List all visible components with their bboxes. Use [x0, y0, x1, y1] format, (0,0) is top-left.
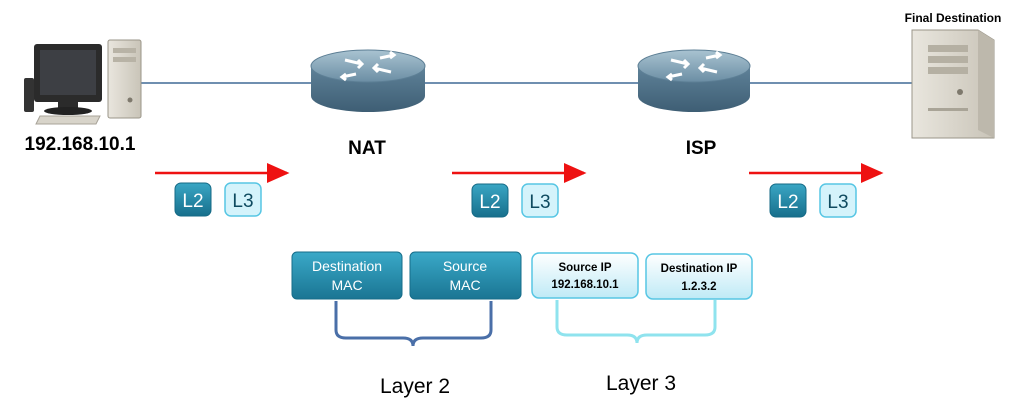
layer2-brace — [334, 301, 493, 347]
hop-1-l3-badge: L3 — [224, 182, 262, 217]
destination-ip-field-line1: Destination IP — [661, 263, 738, 275]
source-mac-line2: MAC — [449, 277, 480, 293]
isp-label: ISP — [686, 138, 717, 159]
hop-1-l3-text: L3 — [232, 191, 253, 212]
destination-server-icon — [911, 29, 995, 139]
source-ip-field-line1: Source IP — [558, 262, 611, 274]
source-mac-line1: Source — [443, 258, 488, 274]
hop-3-l2-text: L2 — [777, 192, 798, 213]
layer2-label: Layer 2 — [380, 375, 450, 398]
hop-2-l2-text: L2 — [479, 192, 500, 213]
hop-1-l2-badge: L2 — [174, 182, 212, 217]
destination-mac-line1: Destination — [312, 258, 382, 274]
hop-1-l2-text: L2 — [182, 191, 203, 212]
hop-2-l3-text: L3 — [529, 192, 550, 213]
source-ip-field: Source IP 192.168.10.1 — [531, 252, 639, 299]
hop-3-l2-badge: L2 — [769, 183, 807, 218]
destination-ip-field: Destination IP 1.2.3.2 — [645, 253, 753, 300]
destination-mac-field: Destination MAC — [291, 251, 403, 300]
hop-3-l3-text: L3 — [827, 192, 848, 213]
source-mac-field: Source MAC — [409, 251, 522, 300]
hop-2-l3-badge: L3 — [521, 183, 559, 218]
destination-ip-field-line2: 1.2.3.2 — [681, 281, 716, 293]
hop-2-l2-badge: L2 — [471, 183, 509, 218]
nat-label: NAT — [348, 138, 386, 159]
nat-router-icon — [310, 49, 426, 112]
source-computer-icon — [24, 39, 142, 125]
final-destination-label: Final Destination — [905, 11, 1002, 25]
source-ip-label: 192.168.10.1 — [25, 134, 136, 155]
layer3-label: Layer 3 — [606, 372, 676, 395]
destination-mac-line2: MAC — [331, 277, 362, 293]
layer3-brace — [555, 300, 717, 344]
source-ip-field-line2: 192.168.10.1 — [551, 279, 619, 291]
isp-router-icon — [637, 49, 751, 112]
hop-3-l3-badge: L3 — [819, 183, 857, 218]
